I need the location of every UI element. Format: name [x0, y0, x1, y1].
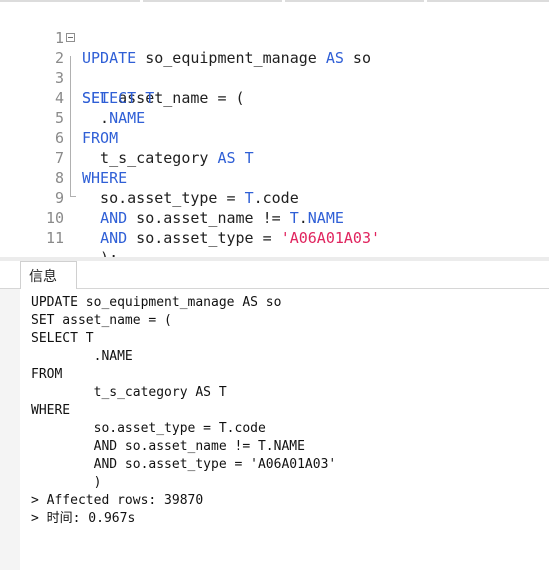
output-line: t_s_category AS T [31, 385, 227, 400]
output-line: FROM [31, 367, 63, 382]
code-text: .NAME [82, 109, 146, 127]
line-number: 10 [45, 209, 64, 227]
editor-line[interactable]: 7 WHERE [0, 128, 549, 187]
code-text: AND so.asset_name != T.NAME [100, 209, 344, 227]
line-number: 11 [45, 229, 64, 247]
collapse-icon[interactable] [66, 33, 75, 42]
output-line: ) [31, 475, 102, 490]
strip-gap [282, 0, 285, 2]
editor-line[interactable]: 4 .NAME [0, 68, 549, 127]
message-output[interactable]: UPDATE so_equipment_manage AS so SET ass… [0, 289, 549, 570]
code-text: UPDATE so_equipment_manage AS so [82, 49, 371, 67]
line-number: 7 [54, 149, 64, 167]
line-number: 4 [54, 89, 64, 107]
output-gutter [0, 289, 20, 570]
panel-splitter[interactable] [0, 257, 549, 261]
editor-line[interactable]: 9 AND so.asset_name != T.NAME [0, 168, 549, 227]
line-number: 5 [54, 109, 64, 127]
code-text: SET asset_name = ( [82, 89, 245, 107]
editor-line[interactable]: 6 t_s_category AS T [0, 108, 549, 167]
line-number: 2 [54, 49, 64, 67]
code-text: SELECT T [82, 89, 155, 107]
elapsed-time: > 时间: 0.967s [31, 511, 136, 526]
editor-line[interactable]: 10 AND so.asset_type = 'A06A01A03' [0, 188, 549, 247]
affected-rows: > Affected rows: 39870 [31, 493, 204, 508]
output-line: .NAME [31, 349, 133, 364]
line-number: 3 [54, 69, 64, 87]
line-number: 6 [54, 129, 64, 147]
editor-line[interactable]: 1 UPDATE so_equipment_manage AS so [0, 8, 549, 67]
strip-gap [140, 0, 143, 2]
line-number: 9 [54, 189, 64, 207]
sql-editor[interactable]: 1 UPDATE so_equipment_manage AS so 2 SET… [0, 2, 549, 267]
result-tabbar: 信息 [0, 261, 549, 290]
code-text: WHERE [82, 169, 128, 187]
tab-info-label: 信息 [29, 269, 57, 285]
editor-line[interactable]: 2 SET asset_name = ( [0, 28, 549, 107]
code-text: FROM [82, 129, 119, 147]
strip-gap [424, 0, 427, 2]
line-number: 1 [54, 29, 64, 47]
code-text: so.asset_type = T.code [82, 189, 299, 207]
output-line: SET asset_name = ( [31, 313, 172, 328]
code-text: AND so.asset_type = 'A06A01A03' [100, 229, 381, 247]
fold-guide-end [70, 196, 76, 197]
output-line: AND so.asset_type = 'A06A01A03' [31, 457, 337, 472]
fold-guide [70, 56, 71, 196]
output-line: so.asset_type = T.code [31, 421, 266, 436]
top-strip [0, 0, 549, 2]
tab-info[interactable]: 信息 [20, 261, 77, 290]
editor-line[interactable]: 5 FROM [0, 88, 549, 147]
editor-line[interactable]: 3 SELECT T [0, 48, 549, 107]
output-line: AND so.asset_name != T.NAME [31, 439, 305, 454]
output-line: UPDATE so_equipment_manage AS so [31, 295, 282, 310]
output-line: SELECT T [31, 331, 94, 346]
editor-line[interactable]: 11 ); [0, 208, 549, 267]
code-text: t_s_category AS T [82, 149, 254, 167]
editor-line[interactable]: 8 so.asset_type = T.code [0, 148, 549, 207]
output-line: WHERE [31, 403, 71, 418]
line-number: 8 [54, 169, 64, 187]
